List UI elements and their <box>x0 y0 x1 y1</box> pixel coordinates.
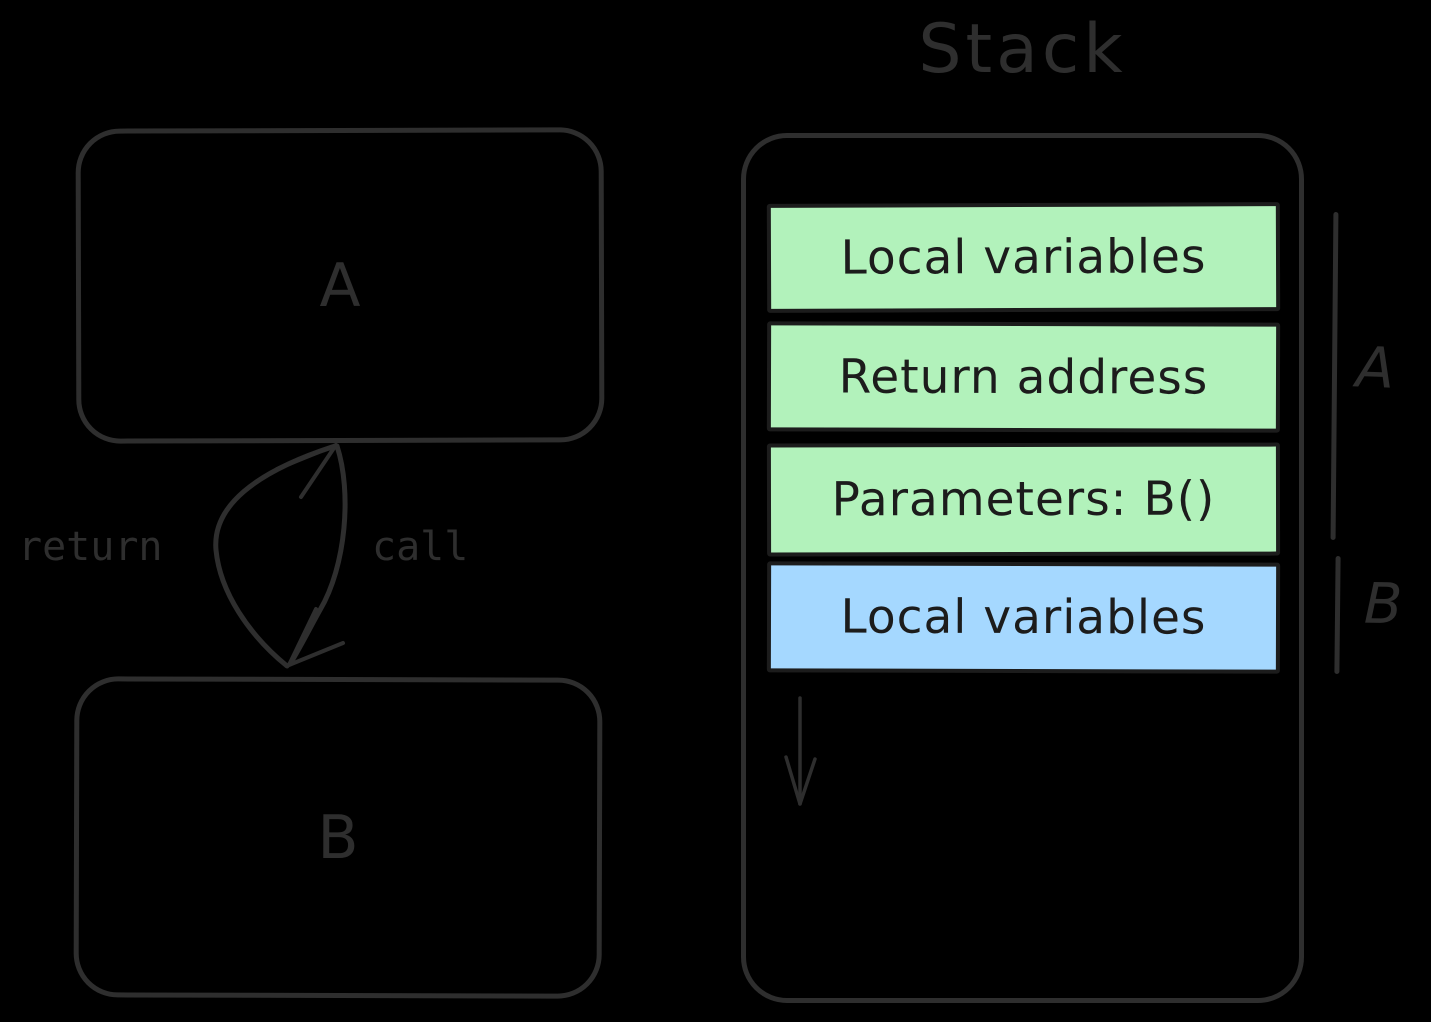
function-box-b: B <box>73 676 603 999</box>
stack-frame-local-variables-b: Local variables <box>766 561 1281 674</box>
stack-frame-parameters: Parameters: B() <box>766 442 1281 557</box>
return-arrow-label: return <box>18 524 163 570</box>
bracket-line-a <box>1330 211 1339 541</box>
call-arrow-label: call <box>372 524 469 570</box>
return-arrow-icon <box>213 443 338 669</box>
function-box-a-label: A <box>319 250 361 321</box>
stack-container <box>741 133 1304 1003</box>
call-arrow-icon <box>287 443 348 667</box>
stack-title: Stack <box>918 10 1127 89</box>
stack-frame-local-variables-a: Local variables <box>766 202 1281 313</box>
function-box-a: A <box>75 127 605 444</box>
function-box-b-label: B <box>317 802 359 873</box>
bracket-line-b <box>1334 555 1341 675</box>
bracket-label-a: A <box>1354 335 1396 402</box>
bracket-label-b: B <box>1363 571 1403 638</box>
stack-frame-return-address: Return address <box>766 321 1281 433</box>
